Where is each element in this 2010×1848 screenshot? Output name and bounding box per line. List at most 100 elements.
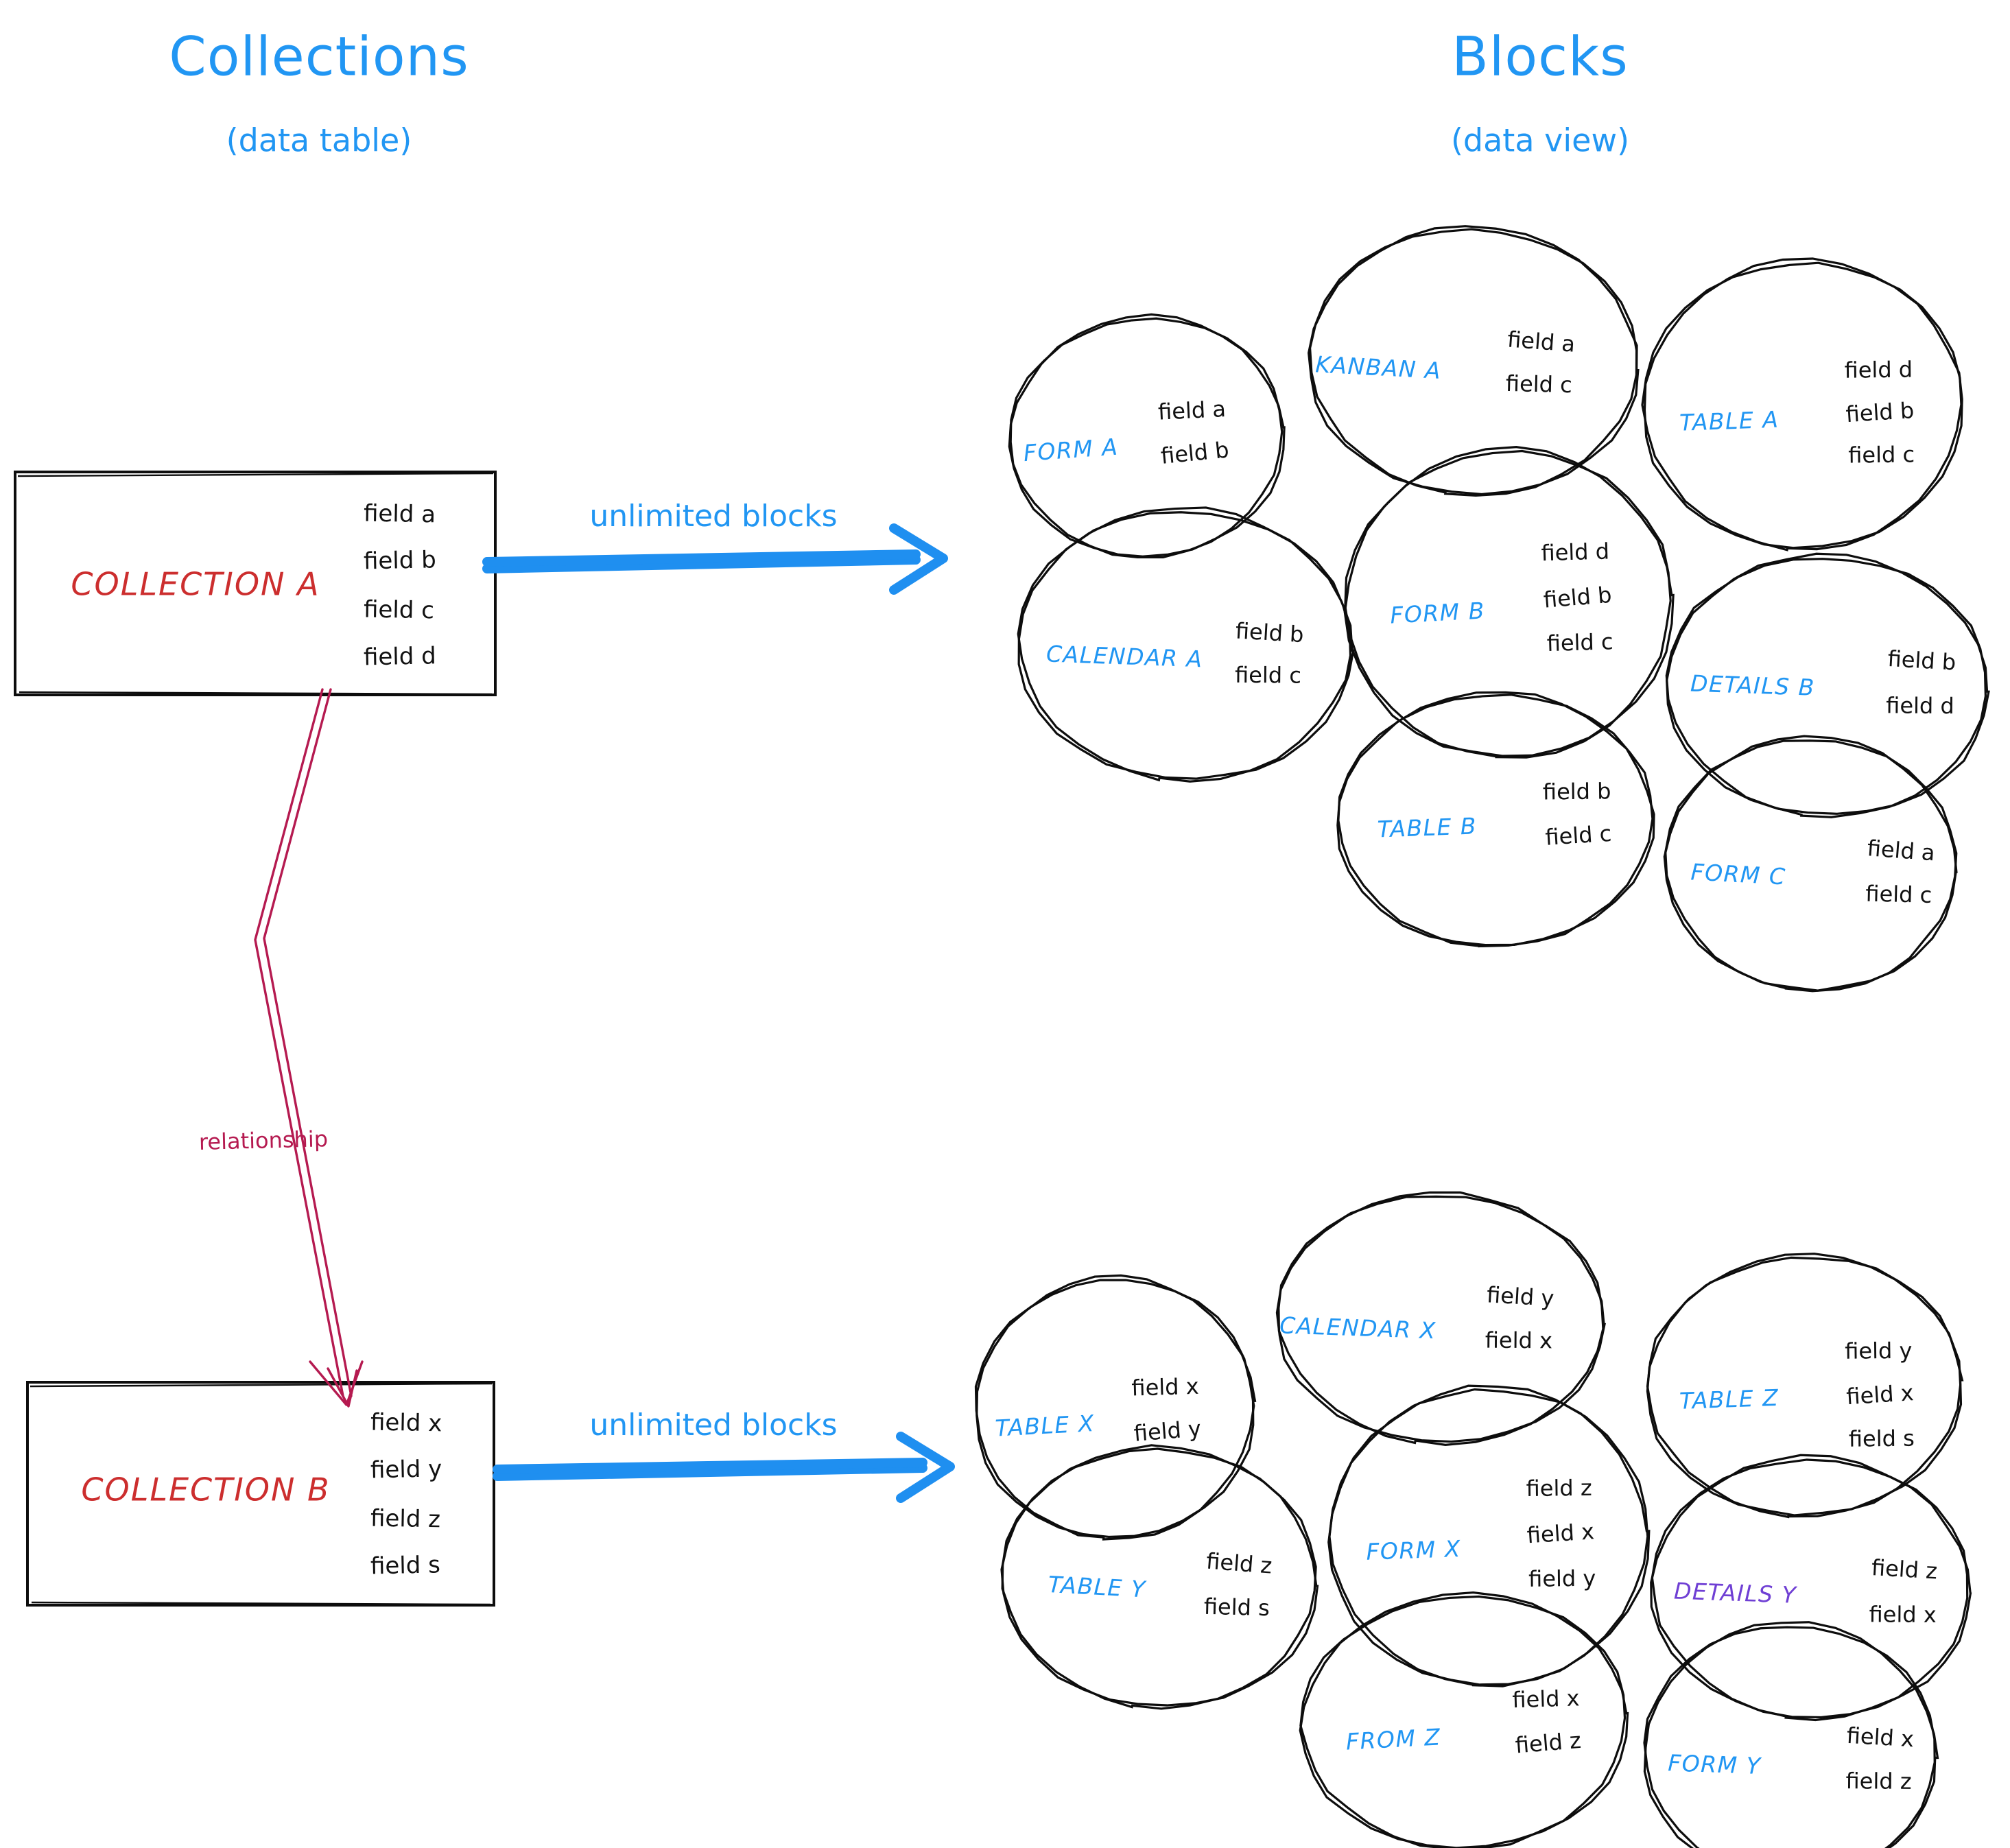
block-field: field c	[1865, 881, 1932, 908]
block-content: TABLE Z field y field x field s	[1679, 1338, 1915, 1452]
block-content: FORM B field d field b field c	[1389, 538, 1613, 656]
block-ellipse[interactable]	[1293, 1585, 1634, 1848]
block-ellipse[interactable]	[995, 1438, 1325, 1716]
block-ellipse[interactable]	[1658, 729, 1963, 998]
block-name: TABLE X	[995, 1410, 1096, 1442]
block-field: field z	[1205, 1548, 1273, 1579]
collection-field: field a	[364, 500, 436, 529]
block-field: field b	[1235, 617, 1305, 648]
block-ellipse[interactable]	[1323, 1379, 1654, 1692]
collection-field: field d	[364, 642, 437, 671]
block-field: field c	[1235, 662, 1301, 689]
block-ellipse[interactable]	[1273, 1186, 1609, 1450]
unlimited-blocks-arrow-collection-b	[493, 1432, 955, 1503]
block-field: field c	[1546, 628, 1613, 656]
collection-field: field x	[370, 1409, 442, 1438]
block-content: FORM C field a field c	[1690, 835, 1936, 908]
collection-box-collection-a[interactable]	[14, 471, 497, 696]
block-field: field b	[1542, 582, 1612, 613]
block-name: FORM A	[1023, 434, 1120, 467]
block-field: field x	[1845, 1379, 1914, 1410]
collection-field: field y	[370, 1455, 442, 1484]
block-field: field s	[1849, 1425, 1915, 1452]
block-field: field s	[1203, 1594, 1270, 1621]
block-name: DETAILS Y	[1673, 1578, 1798, 1609]
block-field: field x	[1526, 1518, 1595, 1548]
block-ellipses-group	[969, 218, 1993, 1848]
block-content: FROM Z field x field z	[1345, 1685, 1582, 1759]
block-name: FORM X	[1366, 1535, 1462, 1565]
block-name: FROM Z	[1345, 1723, 1441, 1755]
block-field: field x	[1846, 1722, 1915, 1753]
collection-field: field z	[370, 1505, 441, 1534]
column-title-right: Blocks	[1452, 26, 1629, 88]
block-name: TABLE Z	[1679, 1384, 1779, 1414]
block-field: field x	[1512, 1685, 1580, 1713]
block-field: field x	[1131, 1373, 1199, 1401]
block-field: field c	[1848, 441, 1915, 468]
block-field: field y	[1528, 1565, 1596, 1592]
block-name: TABLE A	[1679, 406, 1780, 436]
collection-field: field c	[364, 596, 435, 625]
block-field: field d	[1844, 357, 1913, 383]
column-subtitle-right: (data view)	[1451, 122, 1629, 159]
column-title-left: Collections	[169, 26, 469, 88]
block-field: field c	[1505, 370, 1572, 398]
block-content: TABLE A field d field b field c	[1679, 357, 1915, 469]
block-content: DETAILS B field b field d	[1690, 645, 1957, 719]
block-field: field y	[1486, 1281, 1554, 1312]
block-name: FORM Y	[1668, 1749, 1763, 1779]
flow-arrows-group	[482, 523, 955, 1503]
block-ellipse[interactable]	[1336, 439, 1681, 766]
block-field: field z	[1526, 1475, 1592, 1502]
block-field: field b	[1845, 397, 1915, 427]
collection-box-collection-b[interactable]	[26, 1381, 495, 1607]
unlimited-blocks-arrow-collection-a	[482, 523, 948, 595]
block-ellipse[interactable]	[1301, 218, 1645, 504]
relationship-group	[254, 688, 364, 1408]
arrow-label-collection-b: unlimited blocks	[589, 1408, 837, 1443]
collection-name-collection-a: COLLECTION A	[71, 566, 320, 603]
block-content: TABLE Y field z field s	[1048, 1548, 1273, 1622]
block-name: CALENDAR X	[1279, 1312, 1437, 1344]
block-ellipse[interactable]	[1013, 501, 1358, 787]
block-field: field b	[1887, 645, 1957, 676]
block-field: field x	[1869, 1601, 1936, 1628]
block-name: CALENDAR A	[1045, 640, 1203, 672]
block-field: field z	[1514, 1727, 1582, 1759]
collection-field: field s	[370, 1551, 441, 1580]
block-field: field a	[1867, 835, 1936, 866]
collection-field: field b	[364, 546, 437, 575]
block-ellipse[interactable]	[969, 1268, 1262, 1545]
block-name: TABLE Y	[1048, 1571, 1148, 1602]
block-ellipse[interactable]	[1001, 306, 1293, 567]
collection-boxes-group	[14, 471, 497, 1607]
diagram-text-group: Collections(data table)Blocks(data view)…	[71, 26, 1957, 1794]
block-field: field x	[1485, 1327, 1552, 1354]
block-field: field y	[1845, 1338, 1913, 1364]
block-field: field a	[1157, 396, 1227, 425]
block-field: field y	[1133, 1415, 1202, 1447]
block-name: FORM B	[1389, 597, 1485, 628]
block-ellipse[interactable]	[1662, 549, 1993, 822]
block-content: FORM X field z field x field y	[1366, 1475, 1596, 1592]
block-field: field c	[1544, 820, 1612, 851]
block-content: CALENDAR A field b field c	[1045, 617, 1305, 689]
block-field: field d	[1886, 692, 1954, 719]
block-ellipse[interactable]	[1637, 254, 1967, 556]
block-field: field d	[1541, 538, 1610, 566]
collection-name-collection-b: COLLECTION B	[81, 1471, 330, 1508]
block-field: field a	[1506, 326, 1576, 357]
block-ellipse[interactable]	[1643, 1248, 1967, 1521]
block-field: field b	[1543, 778, 1611, 805]
block-name: DETAILS B	[1690, 670, 1816, 701]
block-name: FORM C	[1690, 858, 1787, 890]
block-ellipse[interactable]	[1333, 687, 1658, 951]
